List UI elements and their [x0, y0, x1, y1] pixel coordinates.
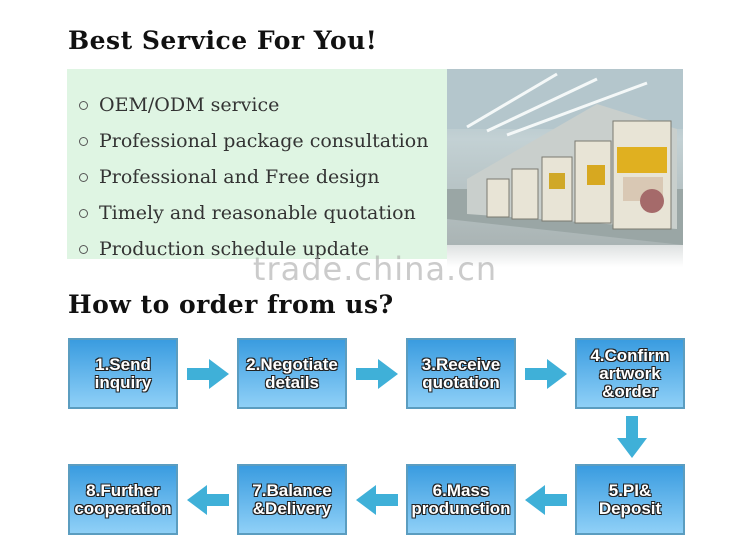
step-2-negotiate-details: 2.Negotiate details	[237, 338, 347, 409]
bullet-icon	[79, 244, 88, 254]
best-service-heading: Best Service For You!	[68, 26, 378, 55]
arrow-down-icon	[617, 416, 647, 458]
step-4-confirm-artwork: 4.Confirm artwork &order	[575, 338, 685, 409]
step-label: 3.Receive quotation	[421, 354, 501, 392]
service-item: Professional package consultation	[79, 123, 428, 159]
service-item: Professional and Free design	[79, 159, 428, 195]
step-label: 4.Confirm artwork &order	[590, 345, 670, 401]
photo-fade	[447, 245, 683, 267]
step-label: 2.Negotiate details	[246, 354, 338, 392]
bullet-icon	[79, 136, 88, 146]
step-label: 8.Further cooperation	[74, 480, 172, 518]
step-label: 7.Balance &Delivery	[252, 480, 332, 518]
watermark: trade.china.cn	[252, 250, 498, 288]
arrow-right-icon	[525, 359, 567, 389]
bullet-icon	[79, 172, 88, 182]
service-item: Timely and reasonable quotation	[79, 195, 428, 231]
service-item: Production schedule update	[79, 231, 428, 259]
arrow-left-icon	[525, 485, 567, 515]
service-label: Professional package consultation	[99, 130, 429, 152]
service-item: OEM/ODM service	[79, 87, 428, 123]
step-5-pi-deposit: 5.PI& Deposit	[575, 464, 685, 535]
arrow-left-icon	[187, 485, 229, 515]
step-label: 5.PI& Deposit	[598, 480, 662, 518]
arrow-right-icon	[356, 359, 398, 389]
step-3-receive-quotation: 3.Receive quotation	[406, 338, 516, 409]
arrow-left-icon	[356, 485, 398, 515]
factory-photo	[447, 69, 683, 245]
service-list: OEM/ODM service Professional package con…	[79, 87, 428, 259]
step-8-further-cooperation: 8.Further cooperation	[68, 464, 178, 535]
service-label: Timely and reasonable quotation	[99, 202, 416, 224]
arrow-right-icon	[187, 359, 229, 389]
service-panel: OEM/ODM service Professional package con…	[67, 69, 447, 259]
step-6-mass-production: 6.Mass produnction	[406, 464, 516, 535]
step-label: 6.Mass produnction	[411, 480, 511, 518]
service-label: Professional and Free design	[99, 166, 380, 188]
step-1-send-inquiry: 1.Send inquiry	[68, 338, 178, 409]
step-label: 1.Send inquiry	[94, 354, 152, 392]
how-to-order-heading: How to order from us?	[68, 290, 394, 319]
bullet-icon	[79, 208, 88, 218]
service-label: OEM/ODM service	[99, 94, 280, 116]
service-label: Production schedule update	[99, 238, 370, 259]
bullet-icon	[79, 100, 88, 110]
step-7-balance-delivery: 7.Balance &Delivery	[237, 464, 347, 535]
